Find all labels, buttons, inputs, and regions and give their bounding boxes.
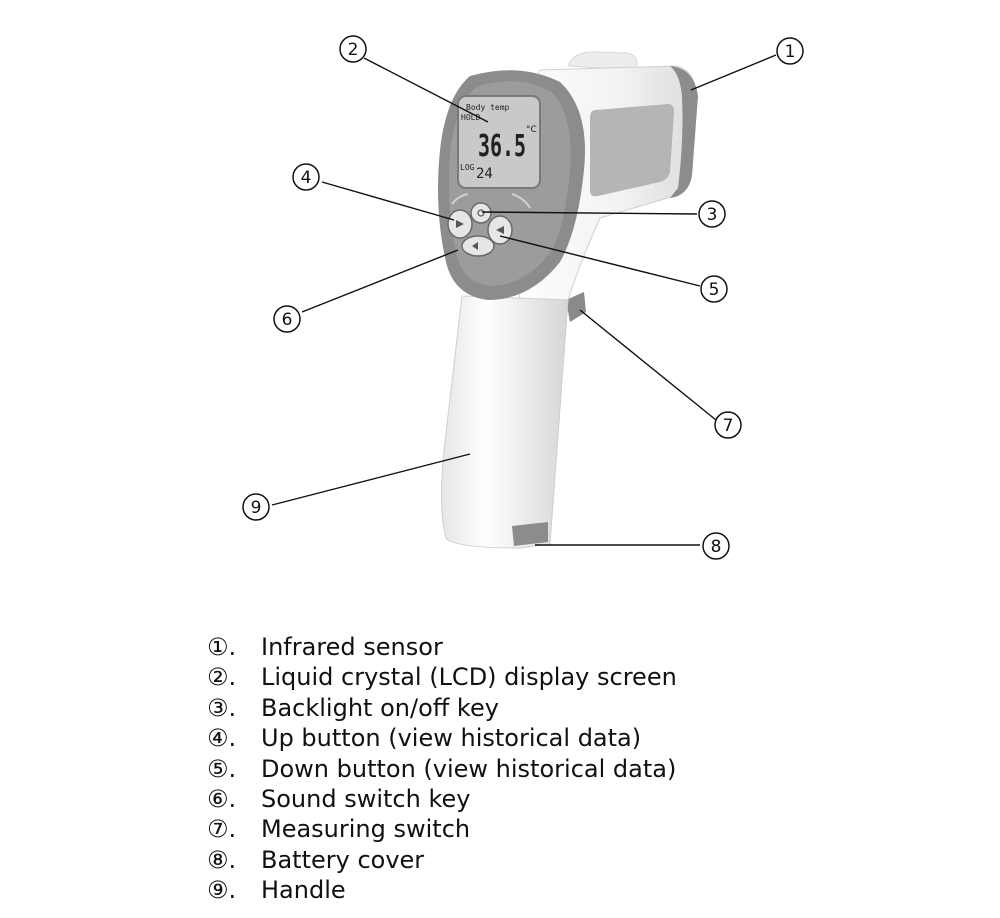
- leader-line-9: [271, 453, 471, 506]
- leader-line-5: [499, 235, 701, 287]
- legend-number: ⑧.: [207, 845, 237, 874]
- legend-number: ②.: [207, 663, 237, 692]
- down-arrow-icon: [496, 226, 504, 234]
- callout-7: 7: [714, 411, 742, 439]
- svg-text:1: 1: [785, 42, 796, 62]
- callout-8: 8: [702, 532, 730, 560]
- lcd-hold-label: HOLD: [461, 113, 480, 122]
- leader-line-1: [690, 54, 777, 91]
- button-arc-right: [511, 193, 531, 209]
- legend-item: ⑤. Down button (view historical data): [207, 754, 677, 784]
- leader-line-3: [481, 211, 698, 215]
- leader-line-7: [579, 309, 717, 421]
- parts-legend: ①. Infrared sensor ②. Liquid crystal (LCD)…: [207, 632, 677, 906]
- legend-number: ①.: [207, 633, 237, 661]
- svg-text:2: 2: [348, 40, 359, 60]
- legend-text: Up button (view historical data): [261, 724, 642, 753]
- lcd-mode-label: Body temp: [466, 103, 510, 112]
- legend-text: Handle: [261, 876, 346, 905]
- button-arc-left: [451, 193, 469, 205]
- leader-line-2: [363, 57, 489, 123]
- legend-number: ⑦.: [207, 815, 237, 844]
- thermometer-diagram: Body temp HOLD 36.5 °C LOG 24 1 2: [242, 35, 804, 560]
- lcd-log-number: 24: [476, 166, 493, 182]
- legend-number: ③.: [207, 693, 237, 722]
- lcd-screen: [457, 95, 541, 189]
- legend-text: Measuring switch: [261, 815, 471, 844]
- infrared-sensor: [670, 66, 698, 198]
- svg-text:8: 8: [711, 537, 722, 557]
- callout-5: 5: [700, 275, 728, 303]
- legend-text: Battery cover: [261, 845, 425, 874]
- legend-text: Liquid crystal (LCD) display screen: [261, 663, 677, 692]
- svg-text:6: 6: [282, 310, 293, 330]
- legend-text: Down button (view historical data): [261, 754, 677, 783]
- battery-cover: [512, 522, 548, 546]
- leader-line-4: [321, 181, 455, 221]
- lcd-log-label: LOG: [460, 163, 475, 172]
- measuring-switch: [566, 292, 586, 322]
- legend-number: ⑥.: [207, 785, 237, 814]
- callout-3: 3: [698, 200, 726, 228]
- lcd-reading: 36.5: [478, 129, 526, 164]
- legend-item: ⑨. Handle: [207, 875, 677, 905]
- handle: [440, 295, 569, 549]
- up-arrow-icon: [456, 220, 464, 228]
- legend-item: ⑦. Measuring switch: [207, 814, 677, 844]
- side-window: [590, 104, 674, 197]
- legend-text: Backlight on/off key: [261, 693, 499, 722]
- leader-line-6: [301, 249, 459, 313]
- backlight-key: [470, 202, 492, 224]
- callout-4: 4: [292, 163, 320, 191]
- barrel-top-cap: [567, 51, 638, 71]
- speaker-icon: [472, 242, 478, 250]
- legend-item: ②. Liquid crystal (LCD) display screen: [207, 662, 677, 692]
- leader-lines: [271, 54, 777, 546]
- legend-text: Sound switch key: [261, 785, 471, 814]
- svg-text:5: 5: [709, 280, 720, 300]
- legend-item: ⑧. Battery cover: [207, 845, 677, 875]
- backlight-icon: [477, 209, 485, 217]
- svg-text:7: 7: [723, 416, 734, 436]
- svg-text:9: 9: [251, 498, 262, 518]
- svg-text:4: 4: [301, 168, 312, 188]
- lcd-unit: °C: [526, 125, 537, 135]
- legend-item: ①. Infrared sensor: [207, 632, 677, 662]
- svg-text:3: 3: [707, 205, 718, 225]
- legend-number: ⑤.: [207, 754, 237, 783]
- legend-number: ⑨.: [207, 876, 237, 905]
- legend-item: ⑥. Sound switch key: [207, 784, 677, 814]
- legend-number: ④.: [207, 724, 237, 753]
- legend-item: ③. Backlight on/off key: [207, 693, 677, 723]
- callout-6: 6: [273, 305, 301, 333]
- callouts: 1 2 3 4 5 6 7 8: [242, 35, 804, 560]
- legend-item: ④. Up button (view historical data): [207, 723, 677, 753]
- callout-2: 2: [339, 35, 367, 63]
- callout-1: 1: [776, 37, 804, 65]
- legend-text: Infrared sensor: [261, 633, 443, 661]
- callout-9: 9: [242, 493, 270, 521]
